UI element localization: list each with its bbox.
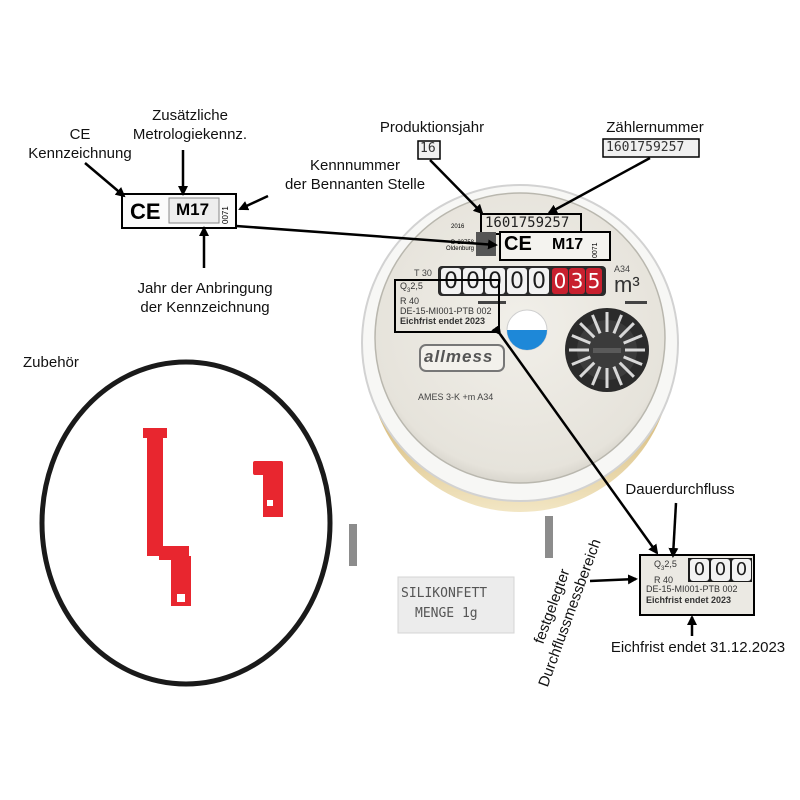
annotation-jahr: Jahr der Anbringung der Kennzeichnung xyxy=(120,279,290,317)
o-ring-seal xyxy=(39,359,333,687)
zoom-approval: DE-15-MI001-PTB 002 xyxy=(646,584,738,594)
meter-serial: 1601759257 xyxy=(485,215,570,231)
meter-model-name: AMES 3-K +m A34 xyxy=(418,392,494,402)
zoom-ratio: R 40 xyxy=(654,574,674,585)
m17-mark: M17 xyxy=(176,200,210,219)
meter-spec-highlight xyxy=(394,279,500,333)
silicone-grease-pack xyxy=(397,576,515,634)
annotation-jahr-line1: Jahr der Anbringung xyxy=(137,280,273,297)
meter-year: 2016 xyxy=(451,224,465,230)
silicone-pack-label: SILIKONFETT MENGE 1g xyxy=(401,584,487,624)
meter-model-code: A34 xyxy=(614,264,631,274)
arrows xyxy=(84,150,697,636)
annotation-zusatz-line1: Zusätzliche xyxy=(152,107,228,124)
meter-spec-block: Q32,5 R 40 DE-15-MI001-PTB 002 Eichfrist… xyxy=(400,281,492,326)
black-digit-1: 0 xyxy=(466,269,480,294)
meter-unit: m³ xyxy=(614,272,640,297)
year-value: 16 xyxy=(420,141,436,156)
red-seal-key-short xyxy=(253,461,283,517)
arrow-kennnummer xyxy=(238,194,269,211)
zoom-q3: Q32,5 xyxy=(654,559,677,572)
annotation-ce-line2: Kennzeichnung xyxy=(28,145,132,162)
red-seal-key-long xyxy=(143,428,191,606)
meter-q3: Q32,5 xyxy=(400,281,423,294)
meter-approval: DE-15-MI001-PTB 002 xyxy=(400,305,492,316)
annotation-zusatz-line2: Metrologiekennz. xyxy=(132,126,248,143)
tick-mark-right xyxy=(625,301,647,304)
serial-value-box xyxy=(602,138,700,158)
annotation-jahr-line2: der Kennzeichnung xyxy=(140,299,270,316)
zoom-digit-2: 0 xyxy=(736,559,747,580)
zoom-digit-0: 0 xyxy=(694,559,705,580)
annotation-ce: CE Kennzeichnung xyxy=(0,125,160,163)
annotation-eichfrist: Eichfrist endet 31.12.2023 xyxy=(610,639,786,656)
silicone-pack-line1: SILIKONFETT xyxy=(401,586,488,601)
arrow-durchflussbereich xyxy=(589,574,638,585)
year-value-box xyxy=(417,140,441,160)
annotation-zubehoer: Zubehör xyxy=(23,354,79,371)
meter-m17-mark: M17 xyxy=(552,236,584,253)
arrow-dauerdurchfluss xyxy=(668,502,679,558)
annotation-kennnummer-line2: der Bennanten Stelle xyxy=(284,176,426,193)
meter-eichfrist: Eichfrist endet 2023 xyxy=(400,315,486,326)
serial-value: 1601759257 xyxy=(606,140,685,155)
annotation-produktionsjahr: Produktionsjahr xyxy=(379,119,485,136)
meter-notified-body: 0071 xyxy=(592,242,599,258)
annotation-kennnummer-line1: Kennnummer xyxy=(309,157,401,174)
zoom-spec-block: Q32,5 R 40 xyxy=(654,559,677,586)
annotation-zusatz: Zusätzliche Metrologiekennz. xyxy=(110,106,270,144)
silicone-pack-line2: MENGE 1g xyxy=(415,606,478,621)
ce-mark-icon: CE xyxy=(130,199,161,224)
red-digit-1: 3 xyxy=(571,269,584,293)
meter-address-line1: D-23758 xyxy=(450,240,474,246)
arrow-zoom-link xyxy=(491,324,659,555)
annotation-ce-line1: CE xyxy=(69,126,91,143)
annotation-kennnummer: Kennnummer der Bennanten Stelle xyxy=(270,156,440,194)
meter-ratio: R 40 xyxy=(400,295,420,306)
meter-ce-highlight xyxy=(499,231,611,261)
arrow-zaehlernummer xyxy=(547,156,651,215)
black-digit-0: 0 xyxy=(444,269,458,294)
meter-class: T 30 xyxy=(414,268,432,278)
arrow-produktionsjahr xyxy=(429,159,484,215)
notified-body-number: 0071 xyxy=(221,206,230,224)
brand-logo: allmess xyxy=(424,347,494,366)
star-wheel-dial xyxy=(565,308,649,392)
meter-ce-mark: CE xyxy=(504,233,532,255)
arrow-ce xyxy=(84,162,126,198)
red-digit-0-roll xyxy=(552,268,568,294)
zoom-digit-2-roll xyxy=(732,559,751,581)
accessories xyxy=(39,359,553,687)
red-digit-1-roll xyxy=(569,268,585,294)
m17-inner-box xyxy=(168,197,220,224)
black-digit-3: 0 xyxy=(510,269,524,294)
zoom-approval-block: DE-15-MI001-PTB 002 Eichfrist endet 2023 xyxy=(646,584,738,606)
metal-pin-right xyxy=(545,516,553,558)
zoom-digit-0-roll xyxy=(690,559,709,581)
meter-address: D-23758 Oldenburg xyxy=(438,240,474,252)
black-digit-4: 0 xyxy=(532,269,546,294)
zoom-digit-1-roll xyxy=(711,559,730,581)
annotation-zaehlernummer: Zählernummer xyxy=(606,119,704,136)
red-digit-2: 5 xyxy=(588,269,601,293)
black-digit-4-roll xyxy=(529,268,549,294)
red-digit-0: 0 xyxy=(554,269,567,293)
tick-mark-left xyxy=(478,301,506,304)
black-digit-3-roll xyxy=(507,268,527,294)
meter-address-line2: Oldenburg xyxy=(445,246,474,252)
flow-indicator-icon xyxy=(506,309,548,351)
red-digit-2-roll xyxy=(586,268,602,294)
annotation-dauerdurchfluss: Dauerdurchfluss xyxy=(625,481,735,498)
arrow-label-to-meter xyxy=(235,224,498,250)
zoom-eichfrist: Eichfrist endet 2023 xyxy=(646,595,732,605)
metal-pin-left xyxy=(349,524,357,566)
zoom-digit-1: 0 xyxy=(715,559,726,580)
